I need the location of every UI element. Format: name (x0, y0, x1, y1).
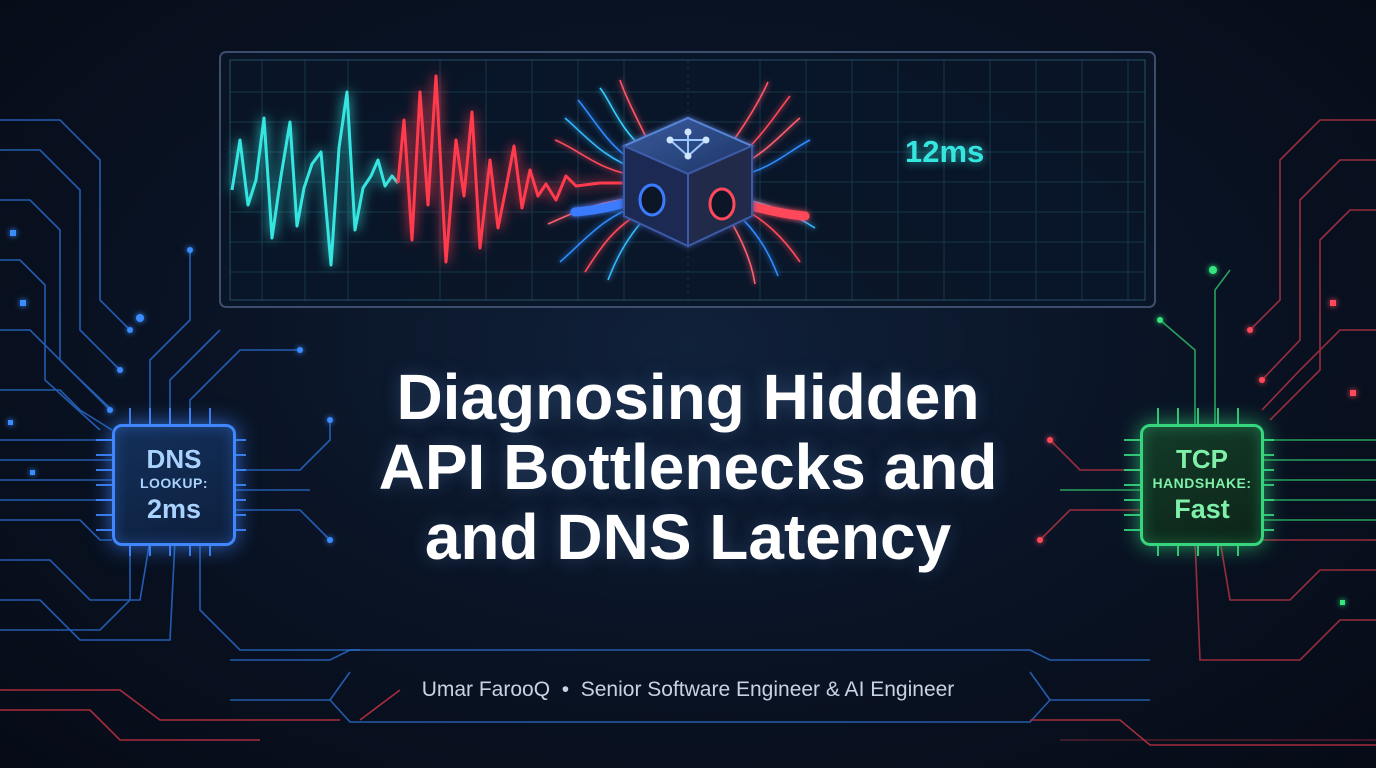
tcp-handshake-chip: TCP HANDSHAKE: Fast (1140, 424, 1264, 546)
tcp-chip-value: Fast (1174, 494, 1230, 524)
right-circuit-dots (1037, 266, 1356, 605)
title-line-1: Diagnosing Hidden (396, 361, 980, 433)
left-circuit-dots (8, 230, 333, 543)
dns-lookup-chip: DNS LOOKUP: 2ms (112, 424, 236, 546)
red-waveform (396, 74, 630, 264)
author-byline: Umar FarooQ • Senior Software Engineer &… (421, 678, 955, 701)
network-node-cube-icon (621, 116, 755, 248)
dns-chip-line-2: LOOKUP: (139, 475, 209, 491)
dns-chip-value: 2ms (146, 494, 202, 524)
bottom-circuit-traces (230, 649, 1376, 746)
page-title: Diagnosing Hidden API Bottlenecks and an… (238, 362, 1138, 572)
cyan-waveform (230, 90, 400, 267)
left-circuit-traces (0, 119, 360, 651)
tcp-chip-line-1: TCP (1176, 444, 1228, 474)
right-green-traces (1060, 269, 1376, 521)
title-line-3: and DNS Latency (424, 501, 952, 573)
tcp-chip-line-2: HANDSHAKE: (1152, 475, 1252, 491)
left-red-accent-traces (0, 689, 401, 741)
dns-chip-line-1: DNS (146, 444, 202, 474)
latency-readout: 12ms (905, 134, 985, 169)
title-line-2: API Bottlenecks and (378, 431, 998, 503)
right-circuit-traces (1039, 119, 1376, 661)
